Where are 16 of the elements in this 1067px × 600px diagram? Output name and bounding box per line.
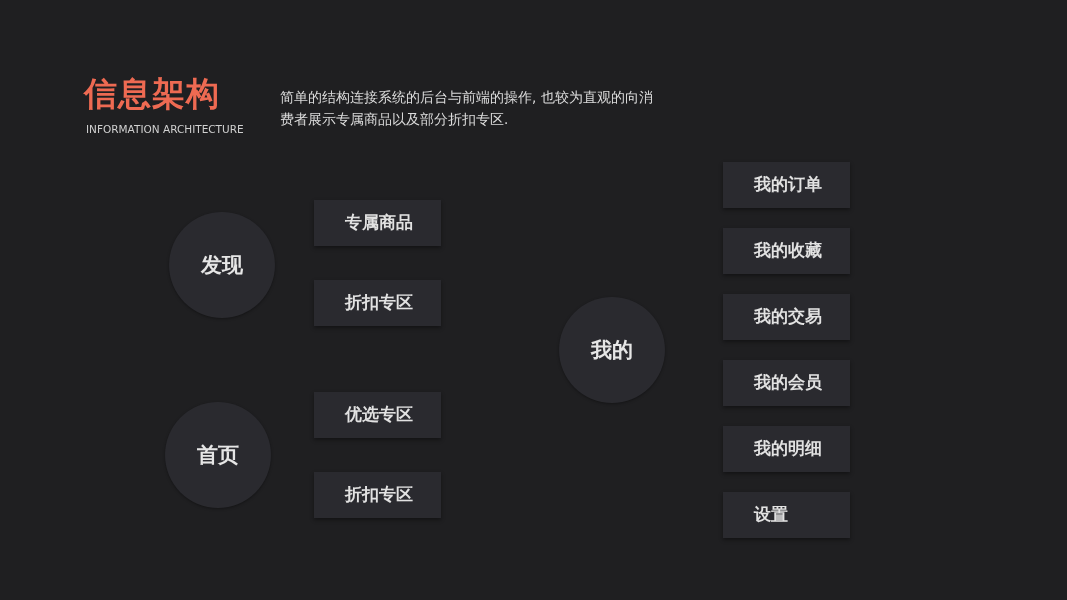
- page-item-card: 折扣专区: [314, 472, 441, 518]
- page-item-card: 优选专区: [314, 392, 441, 438]
- page-item-card: 设置: [723, 492, 850, 538]
- page-item-card: 折扣专区: [314, 280, 441, 326]
- section-circle: 首页: [165, 402, 271, 508]
- page-item-card: 专属商品: [314, 200, 441, 246]
- title: 信息架构: [84, 73, 220, 115]
- page-item-card: 我的收藏: [723, 228, 850, 274]
- section-circle: 我的: [559, 297, 665, 403]
- page-item-card: 我的订单: [723, 162, 850, 208]
- page-item-card: 我的交易: [723, 294, 850, 340]
- section-circle: 发现: [169, 212, 275, 318]
- page-item-card: 我的会员: [723, 360, 850, 406]
- page-item-card: 我的明细: [723, 426, 850, 472]
- subtitle: INFORMATION ARCHITECTURE: [86, 122, 244, 136]
- description-text: 简单的结构连接系统的后台与前端的操作, 也较为直观的向消费者展示专属商品以及部分折扣专区.: [280, 88, 654, 129]
